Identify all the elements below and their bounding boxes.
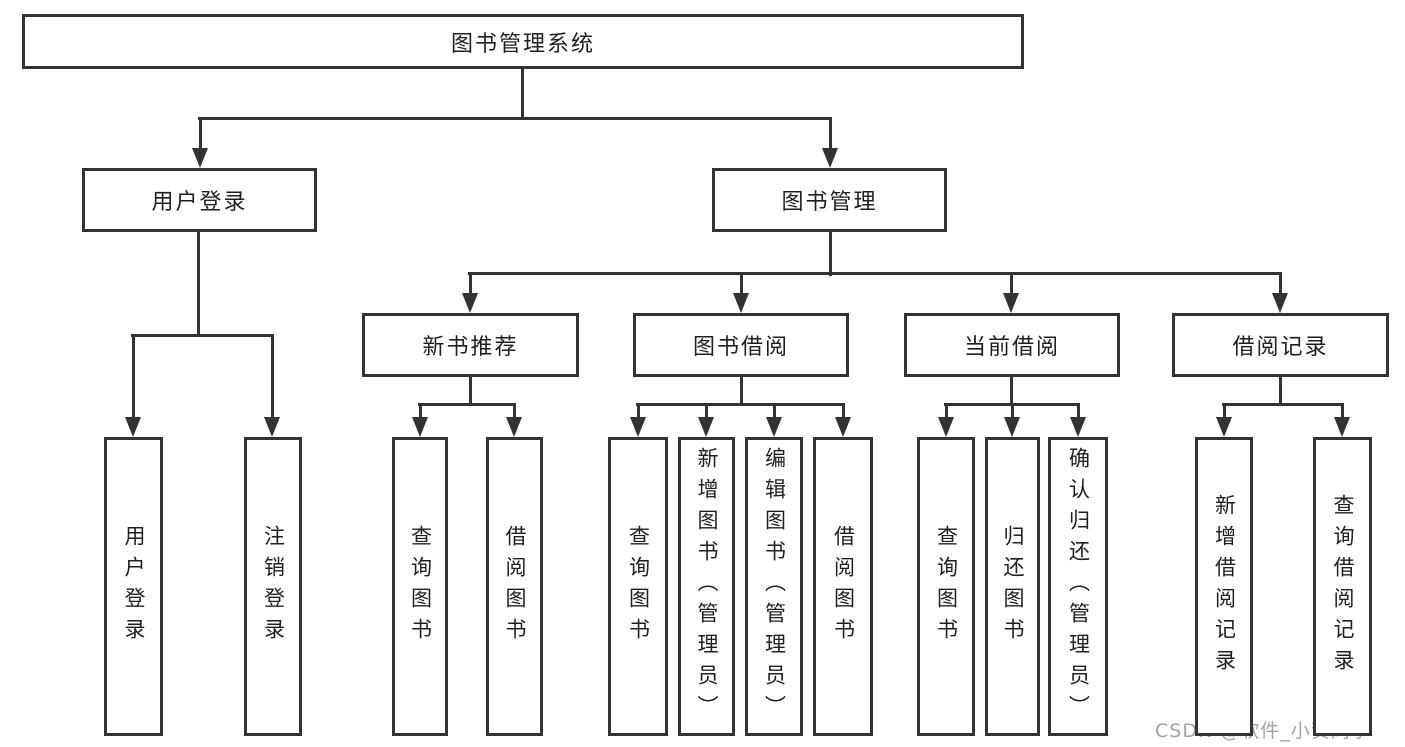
connector-line [131,334,274,337]
connector-line [773,403,776,421]
arrowhead-down-icon [766,417,782,437]
node-current-borrowing: 当前借阅 [904,313,1120,377]
connector-line [842,403,845,421]
connector-line [1010,272,1013,295]
leaf-query-books: 查询图书 [608,437,668,736]
arrowhead-down-icon [630,417,646,437]
connector-line [419,403,422,421]
arrowhead-down-icon [264,417,280,437]
connector-line [740,272,743,295]
leaf-borrow-books: 借阅图书 [486,437,543,736]
arrowhead-down-icon [1004,417,1020,437]
leaf-query-borrow-record: 查询借阅记录 [1313,437,1372,736]
node-user-login: 用户登录 [82,168,317,232]
connector-line [1011,403,1014,421]
connector-line [1341,403,1344,421]
leaf-user-login: 用户登录 [104,437,163,736]
leaf-query-books: 查询图书 [392,437,448,736]
connector-line [1010,377,1013,405]
arrowhead-down-icon [733,293,749,313]
connector-line [1279,272,1282,295]
arrowhead-down-icon [125,417,141,437]
node-book-management: 图书管理 [712,168,947,232]
connector-line [468,272,1282,275]
connector-line [1077,403,1080,421]
arrowhead-down-icon [822,148,838,168]
connector-line [740,377,743,405]
arrowhead-down-icon [1003,293,1019,313]
arrowhead-down-icon [506,417,522,437]
node-library-management-system: 图书管理系统 [22,14,1024,69]
connector-line [945,403,948,421]
arrowhead-down-icon [412,417,428,437]
arrowhead-down-icon [462,293,478,313]
connector-line [199,117,202,150]
node-new-book-recommendation: 新书推荐 [362,313,579,377]
connector-line [829,232,832,276]
connector-line [271,334,274,420]
node-borrowing-records: 借阅记录 [1172,313,1389,377]
arrowhead-down-icon [1334,417,1350,437]
connector-line [513,403,516,421]
connector-line [705,403,708,421]
arrowhead-down-icon [1272,293,1288,313]
connector-line [469,272,472,295]
connector-line [637,403,640,421]
arrowhead-down-icon [938,417,954,437]
connector-line [469,377,472,405]
connector-line [198,117,832,120]
connector-line [829,117,832,150]
arrowhead-down-icon [698,417,714,437]
node-book-borrowing: 图书借阅 [633,313,849,377]
connector-line [1279,377,1282,405]
leaf-edit-book-admin: 编辑图书（管理员） [745,437,803,736]
connector-line [197,232,200,336]
leaf-add-borrow-record: 新增借阅记录 [1195,437,1253,736]
leaf-add-book-admin: 新增图书（管理员） [678,437,735,736]
connector-line [521,69,524,119]
arrowhead-down-icon [835,417,851,437]
arrowhead-down-icon [1070,417,1086,437]
arrowhead-down-icon [192,148,208,168]
leaf-confirm-return-admin: 确认归还（管理员） [1048,437,1108,736]
leaf-query-books: 查询图书 [917,437,975,736]
arrowhead-down-icon [1216,417,1232,437]
leaf-logout: 注销登录 [244,437,302,736]
leaf-return-book: 归还图书 [985,437,1040,736]
connector-line [1222,403,1344,406]
leaf-borrow-books: 借阅图书 [813,437,873,736]
connector-line [1223,403,1226,421]
connector-line [636,403,845,406]
connector-line [132,334,135,420]
connector-line [418,403,516,406]
